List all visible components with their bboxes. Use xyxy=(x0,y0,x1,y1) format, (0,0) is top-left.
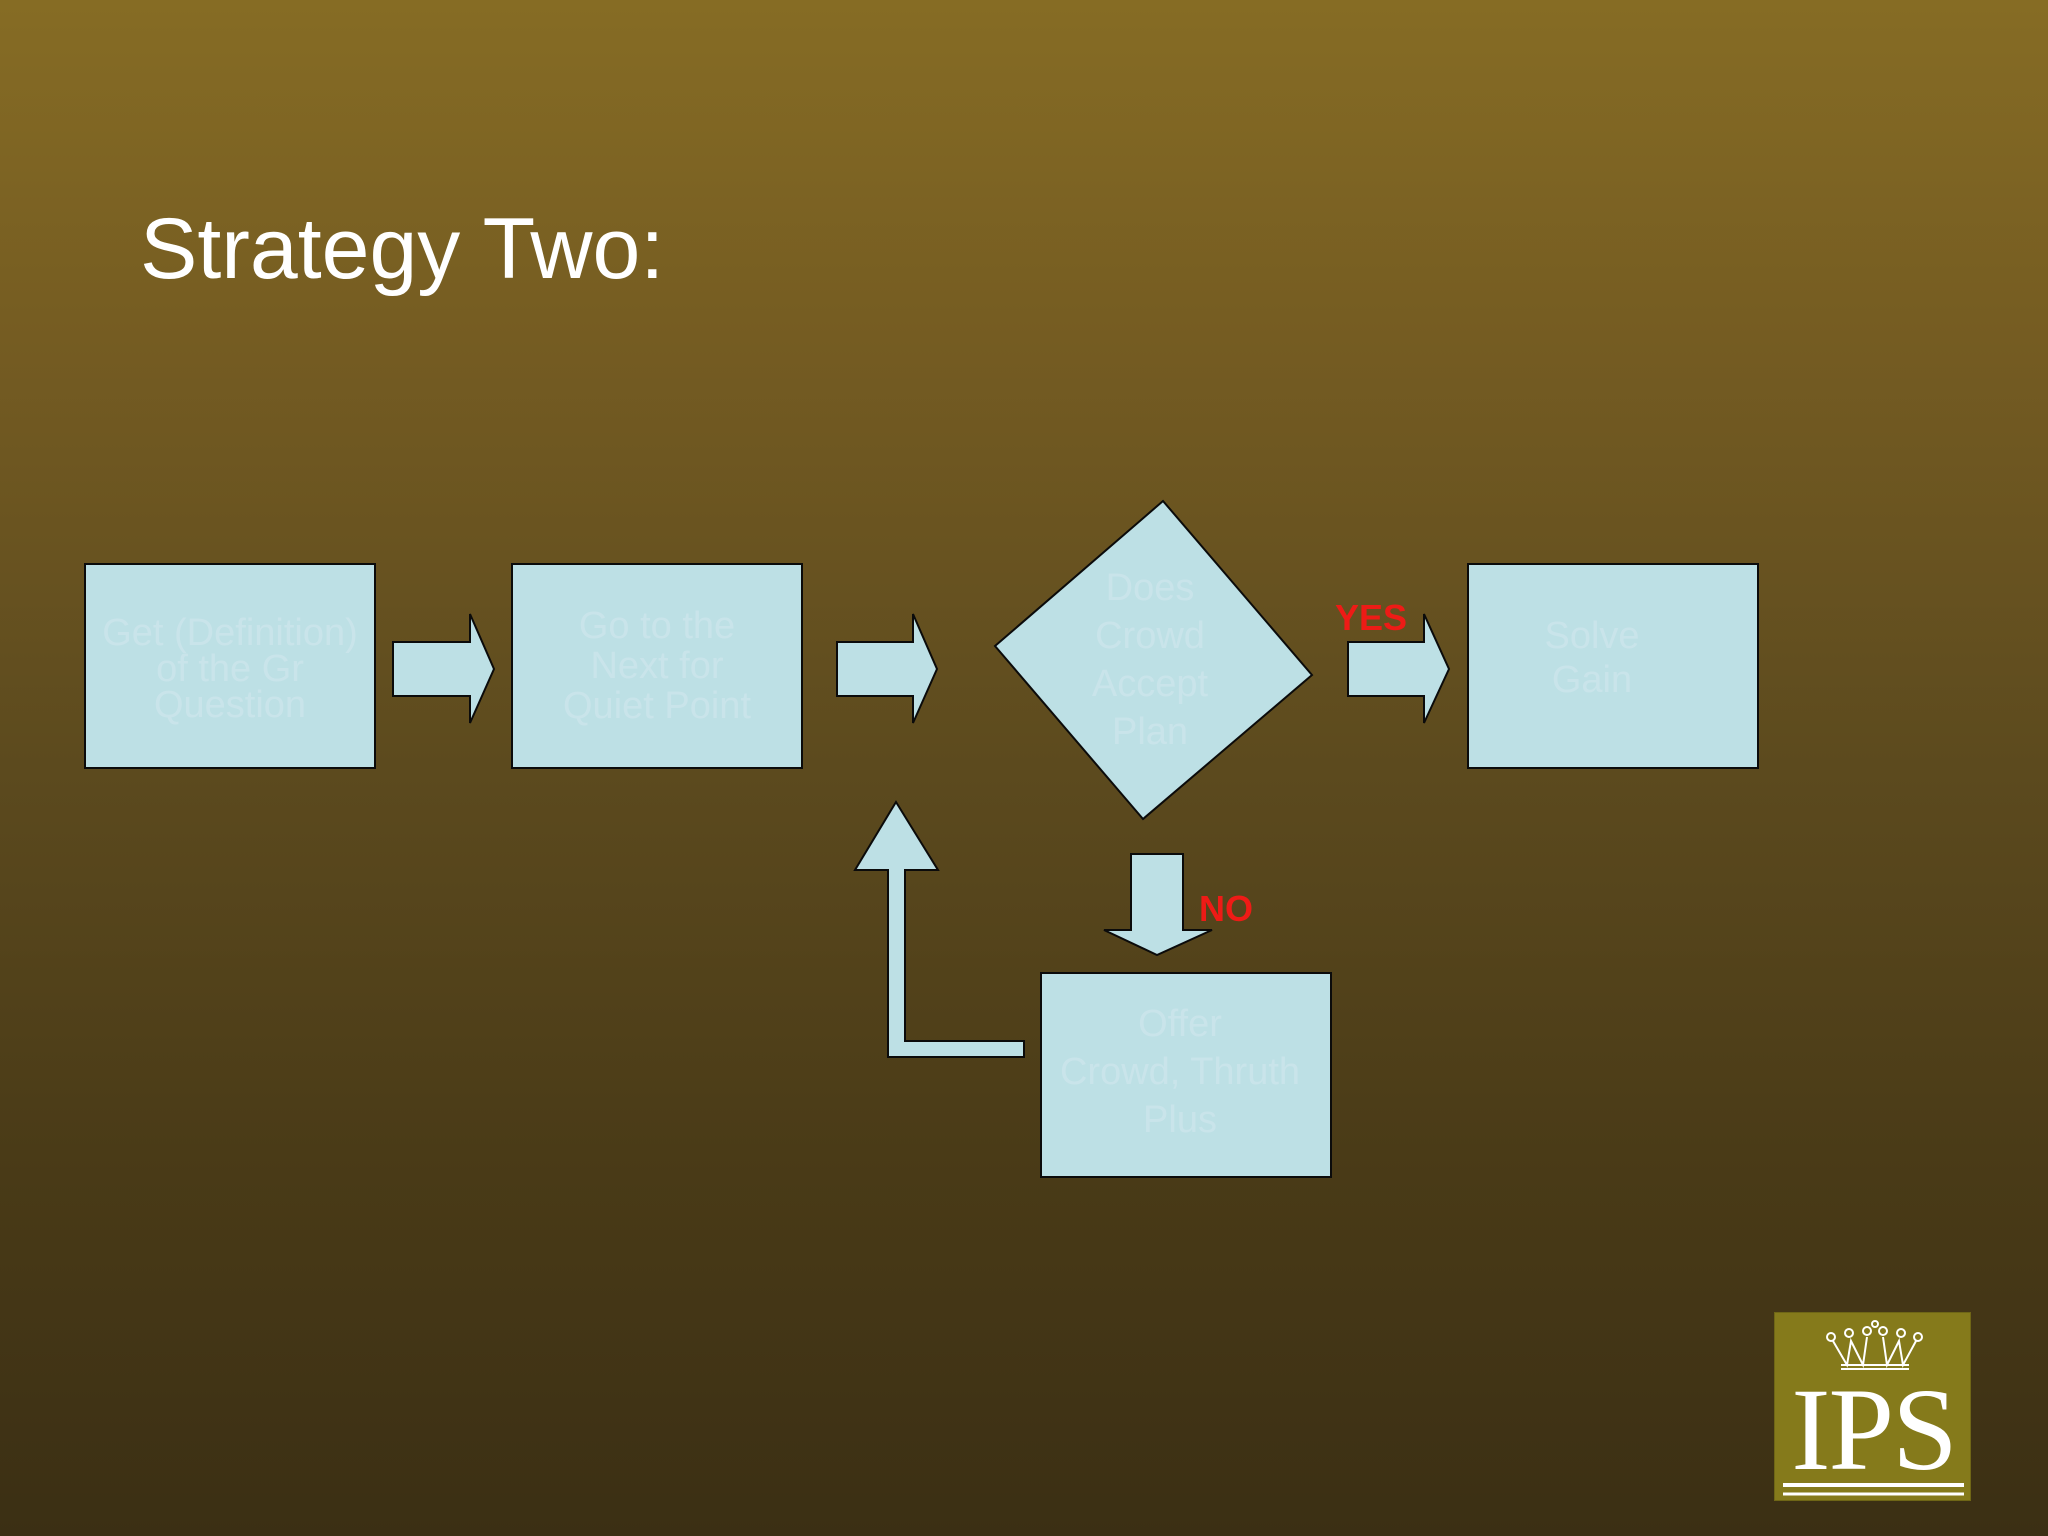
node-box xyxy=(511,563,803,769)
no-label: NO xyxy=(1199,888,1253,929)
node-label-line: of the Gr xyxy=(156,648,304,690)
node-label-line: Gain xyxy=(1552,659,1632,701)
node-box xyxy=(84,563,376,769)
node-label-line: Plus xyxy=(1143,1099,1217,1141)
node-label-line: Does xyxy=(1106,567,1195,609)
arrow-decision-to-yes xyxy=(1347,613,1451,724)
node-label-line: Quiet Point xyxy=(563,685,751,727)
slide-title: Strategy Two: xyxy=(140,201,665,297)
yes-label: YES xyxy=(1335,597,1407,638)
node-label-line: Accept xyxy=(1092,663,1209,705)
arrow-step1-to-step2 xyxy=(392,613,496,724)
crown-icon xyxy=(1826,1320,1923,1370)
node-label-line: Crowd, Thruth xyxy=(1060,1051,1300,1093)
flow-node-no-result: Offer Crowd, Thruth Plus xyxy=(1040,972,1332,1178)
node-label-line: Question xyxy=(154,684,306,726)
node-label-line: Go to the xyxy=(579,605,735,647)
arrow-no-result-loop-back xyxy=(853,800,1025,1058)
flow-node-step2: Go to the Next for Quiet Point xyxy=(511,563,803,769)
flow-node-decision: Does Crowd Accept Plan xyxy=(993,499,1314,821)
logo-underline xyxy=(1783,1483,1964,1496)
node-label-line: Next for xyxy=(590,645,723,687)
node-label-line: Crowd xyxy=(1095,615,1205,657)
node-label-line: Solve xyxy=(1544,615,1639,657)
arrow-step2-to-decision xyxy=(836,613,939,724)
flow-node-yes-result: Solve Gain xyxy=(1467,563,1759,769)
node-label-line: Offer xyxy=(1138,1003,1222,1045)
node-box xyxy=(1040,972,1332,1178)
decision-diamond xyxy=(993,499,1314,821)
logo-text: IPS xyxy=(1791,1364,1958,1495)
node-label-line: Get (Definition) xyxy=(102,612,358,654)
ips-logo: IPS xyxy=(1774,1312,1971,1501)
node-label-line: Plan xyxy=(1112,711,1188,753)
arrow-decision-to-no xyxy=(1103,853,1213,957)
node-box xyxy=(1467,563,1759,769)
flow-node-step1: Get (Definition) of the Gr Question xyxy=(84,563,376,769)
